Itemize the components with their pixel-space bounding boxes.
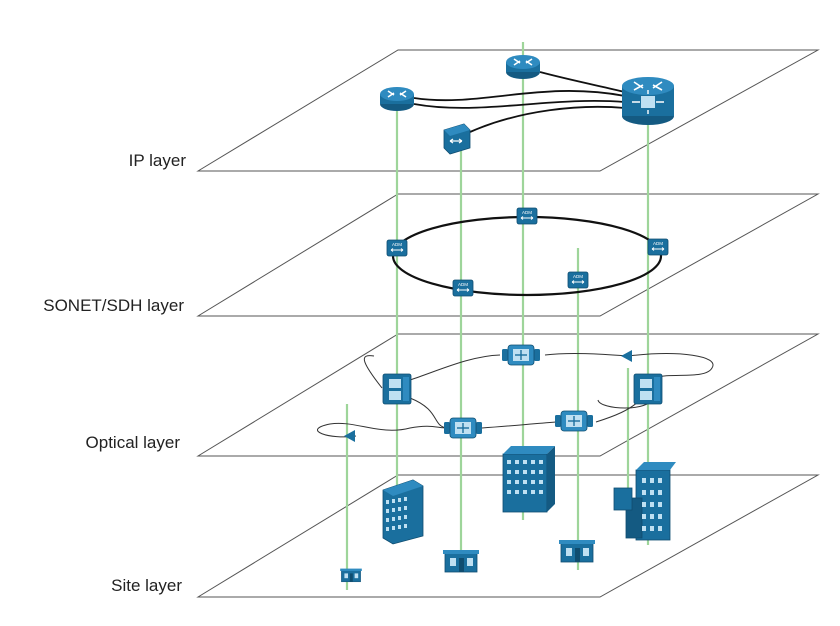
adm-node: ADM — [452, 279, 474, 297]
plane-sonet — [196, 193, 820, 317]
adm-node: ADM — [516, 207, 538, 225]
vertical-links — [345, 42, 650, 590]
optical-amplifier-icon — [501, 344, 541, 366]
optical-add-drop-mux-icon — [633, 373, 663, 405]
multilayer-switch-icon — [443, 123, 471, 155]
office-building-icon — [613, 462, 676, 541]
adm-label: ADM — [522, 210, 532, 215]
adm-label: ADM — [392, 242, 402, 247]
small-site-icon — [558, 539, 596, 563]
office-building-icon — [382, 479, 424, 545]
optical-amplifier-icon — [554, 410, 594, 432]
ip-layer-label: IP layer — [128, 151, 186, 170]
small-site-icon — [442, 549, 480, 573]
optical-layer-label: Optical layer — [85, 433, 180, 452]
optical-amplifier-icon — [443, 417, 483, 439]
adm-label: ADM — [458, 282, 468, 287]
adm-node: ADM — [386, 239, 408, 257]
sonet-sdh-layer-label: SONET/SDH layer — [43, 296, 184, 315]
adm-label: ADM — [573, 274, 583, 279]
site-layer-label: Site layer — [111, 576, 182, 595]
small-site-icon — [339, 568, 363, 583]
adm-label: ADM — [653, 241, 663, 246]
office-building-icon — [502, 446, 555, 513]
adm-node: ADM — [647, 238, 669, 256]
adm-node: ADM — [567, 271, 589, 289]
core-router-icon — [622, 77, 674, 125]
router-icon — [505, 54, 541, 80]
optical-add-drop-mux-icon — [382, 373, 412, 405]
plane-optical — [196, 333, 820, 457]
router-icon — [379, 86, 415, 112]
ip-links — [413, 71, 626, 133]
fiber-links — [316, 352, 714, 438]
